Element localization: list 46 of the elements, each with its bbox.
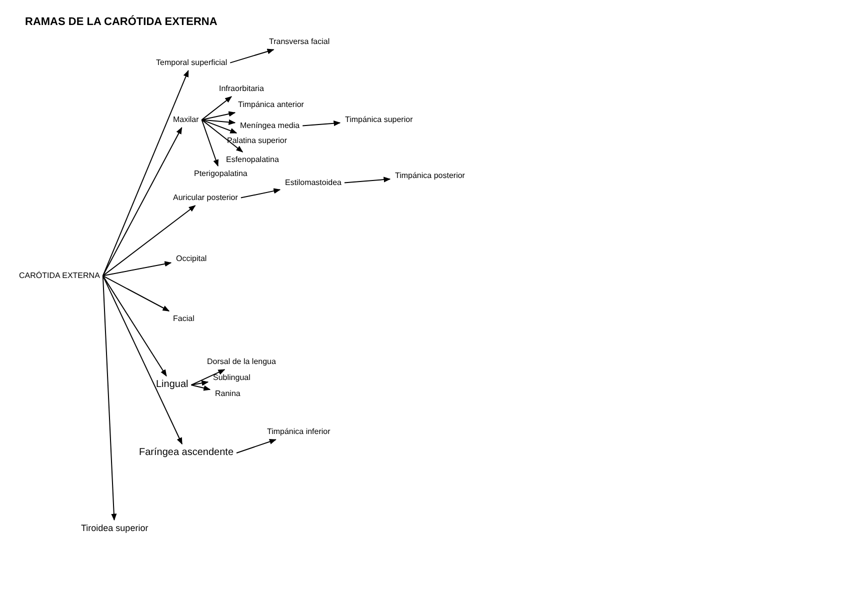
branch-label: Esfenopalatina: [226, 155, 279, 165]
branch-label: Palatina superior: [227, 136, 288, 146]
branch-label: Estilomastoidea: [285, 178, 342, 188]
arrow: [190, 380, 209, 386]
arrow: [102, 275, 167, 377]
arrow: [102, 126, 182, 276]
branch-label: Maxilar: [173, 115, 199, 125]
branch-label: Transversa facial: [269, 37, 330, 47]
branch-label: Temporal superficial: [156, 58, 228, 68]
branch-label: CARÓTIDA EXTERNA: [19, 271, 100, 281]
branch-label: Faríngea ascendente: [139, 447, 234, 459]
arrow: [236, 438, 276, 454]
arrow: [102, 205, 196, 276]
arrow: [230, 48, 274, 64]
arrow: [102, 275, 170, 312]
branch-label: Occipital: [176, 254, 207, 264]
branch-label: Lingual: [156, 379, 188, 391]
arrow: [201, 119, 244, 152]
arrow: [102, 275, 117, 521]
branch-label: Pterigopalatina: [194, 169, 248, 179]
arrow: [102, 70, 189, 276]
arrow: [201, 119, 236, 125]
branch-label: Auricular posterior: [173, 193, 238, 203]
arrow: [201, 119, 238, 134]
branch-label: Timpánica inferior: [267, 427, 330, 437]
branch-label: Ranina: [215, 389, 240, 399]
title: RAMAS DE LA CARÓTIDA EXTERNA: [25, 14, 218, 30]
arrow: [302, 120, 341, 126]
arrow: [190, 369, 226, 386]
branch-label: Infraorbitaria: [219, 84, 264, 94]
arrow: [102, 275, 183, 445]
arrow: [201, 111, 236, 120]
branch-label: Facial: [173, 314, 194, 324]
arrow: [344, 176, 391, 184]
branch-label: Tiroidea superior: [81, 523, 148, 534]
arrow: [102, 261, 172, 276]
arrow: [201, 119, 219, 167]
branch-label: Timpánica posterior: [395, 171, 465, 181]
branch-label: Dorsal de la lengua: [207, 357, 276, 367]
branch-label: Sublingual: [213, 373, 250, 383]
arrow: [240, 188, 281, 198]
arrow: [201, 96, 232, 120]
arrow: [190, 384, 211, 391]
branch-label: Timpánica anterior: [238, 100, 304, 110]
branch-label: Meníngea media: [240, 121, 300, 131]
branch-label: Timpánica superior: [345, 115, 413, 125]
